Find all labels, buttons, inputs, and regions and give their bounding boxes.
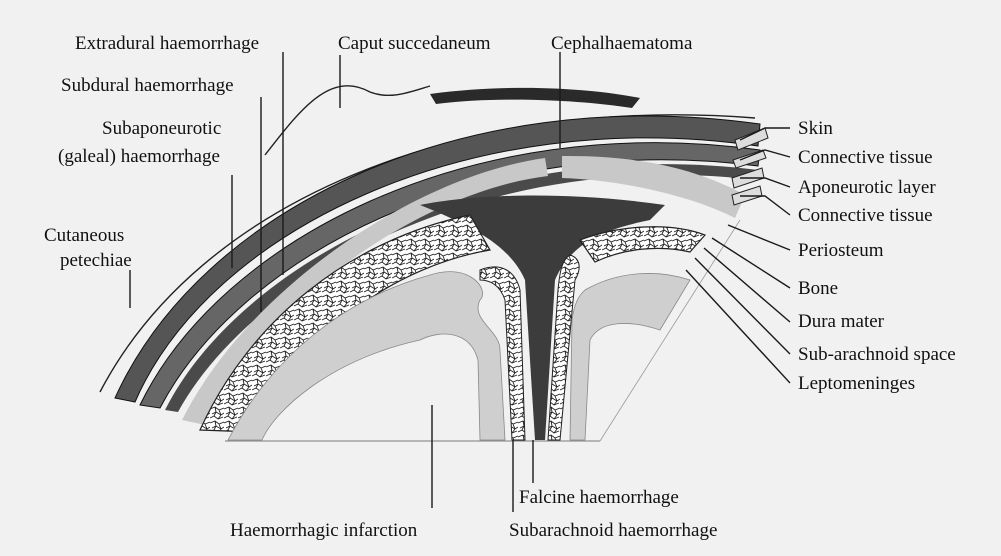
label-extradural: Extradural haemorrhage	[75, 33, 259, 54]
label-subarachnoid-space: Sub-arachnoid space	[798, 344, 956, 365]
label-falcine: Falcine haemorrhage	[519, 487, 679, 508]
label-cephalhaematoma: Cephalhaematoma	[551, 33, 693, 54]
cortex-grey-band-right	[570, 273, 690, 440]
cephalhaematoma-patch	[430, 88, 640, 108]
label-periosteum: Periosteum	[798, 240, 884, 261]
caput-succedaneum-swelling	[265, 86, 430, 155]
label-leptomeninges: Leptomeninges	[798, 373, 915, 394]
label-subaponeurotic-2: (galeal) haemorrhage	[58, 146, 220, 167]
label-caput: Caput succedaneum	[338, 33, 491, 54]
label-dura-mater: Dura mater	[798, 311, 885, 332]
label-cutaneous-2: petechiae	[60, 250, 132, 271]
label-cutaneous-1: Cutaneous	[44, 225, 124, 246]
label-skin: Skin	[798, 118, 833, 139]
label-connective-tissue-1: Connective tissue	[798, 147, 933, 168]
label-bone: Bone	[798, 278, 838, 299]
label-infarction: Haemorrhagic infarction	[230, 520, 418, 541]
label-subarachnoid-haemorrhage: Subarachnoid haemorrhage	[509, 520, 717, 541]
label-subaponeurotic-1: Subaponeurotic	[102, 118, 221, 139]
label-connective-tissue-2: Connective tissue	[798, 205, 933, 226]
label-subdural: Subdural haemorrhage	[61, 75, 234, 96]
layer-edge-strips	[732, 128, 768, 205]
label-aponeurotic: Aponeurotic layer	[798, 177, 936, 198]
